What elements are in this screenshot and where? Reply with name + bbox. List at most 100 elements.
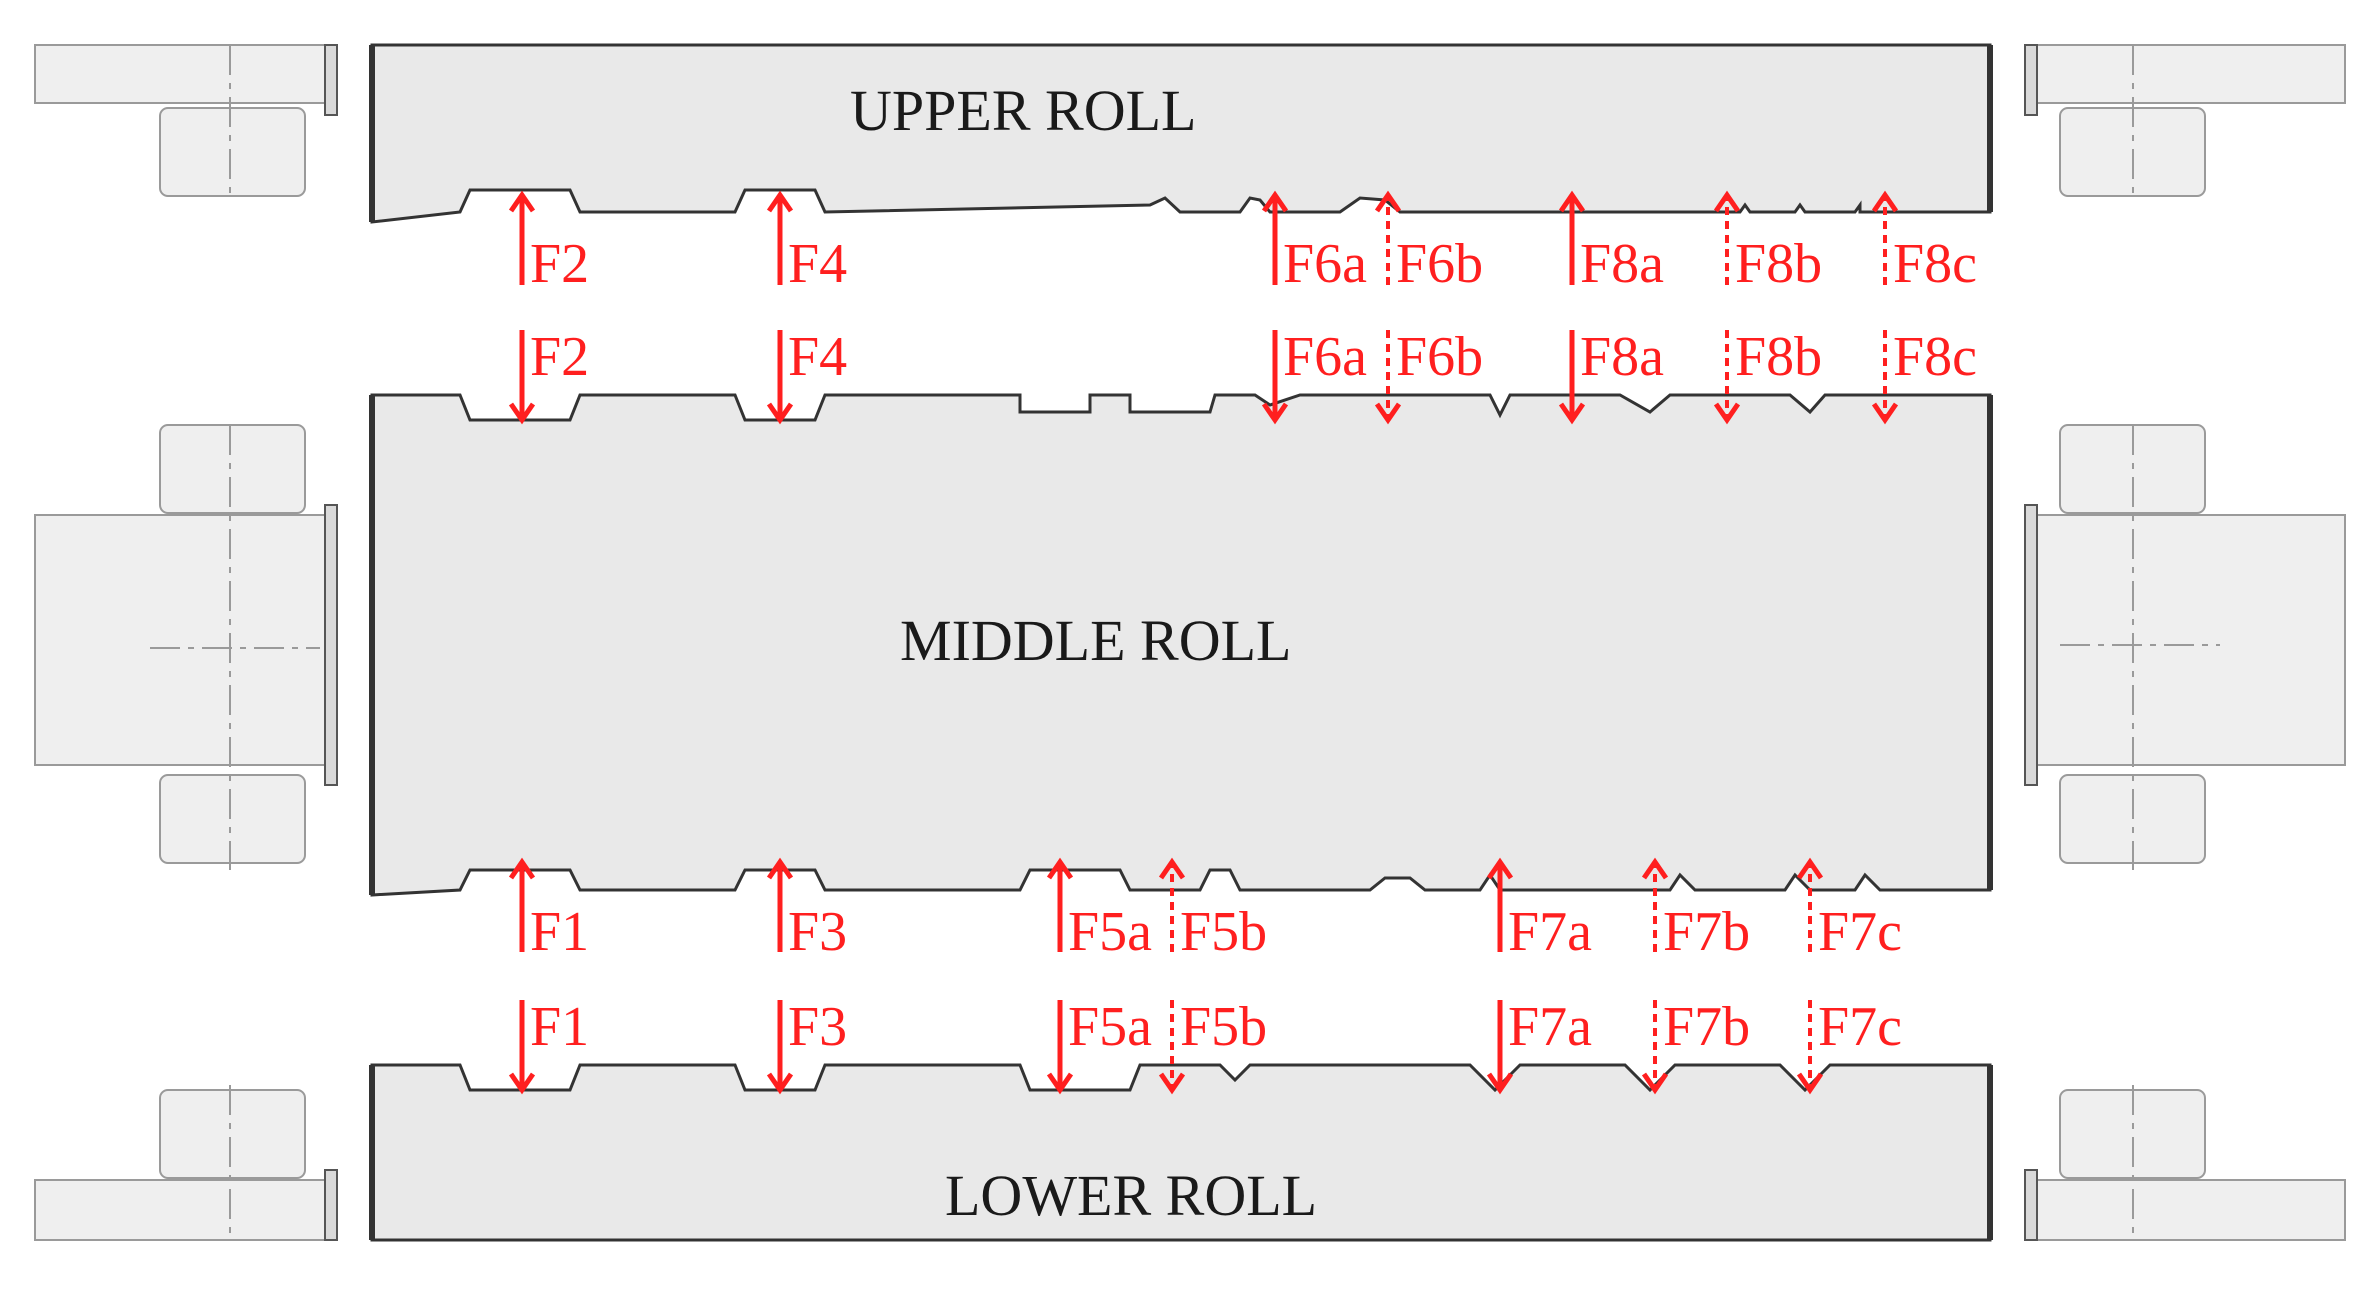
- lower-roll-left-neck: [34, 1085, 338, 1241]
- arrow-head: [1713, 190, 1741, 213]
- force-label: F6a: [1283, 233, 1367, 295]
- force-arrow-f2-down: F2: [508, 326, 589, 425]
- middle-roll-barrel: [370, 393, 1992, 897]
- force-label: F7b: [1663, 996, 1750, 1058]
- upper-roll-barrel: [370, 43, 1992, 224]
- arrow-head: [1261, 190, 1289, 213]
- force-arrow-f8b-up: F8b: [1713, 190, 1822, 295]
- force-label: F5a: [1068, 996, 1152, 1058]
- force-arrow-f5b-down: F5b: [1158, 996, 1267, 1095]
- force-arrow-f3-down: F3: [766, 996, 847, 1095]
- arrow-head: [1558, 402, 1586, 425]
- force-arrow-f5a-down: F5a: [1046, 996, 1152, 1095]
- force-arrow-f4-up: F4: [766, 190, 847, 295]
- upper-roll-label: UPPER ROLL: [850, 78, 1196, 143]
- lower-roll-label: LOWER ROLL: [945, 1163, 1317, 1228]
- arrow-head: [508, 857, 536, 880]
- force-arrow-f8a-up: F8a: [1558, 190, 1664, 295]
- upper-roll-left-neck: [34, 44, 338, 200]
- arrow-head: [1796, 1072, 1824, 1095]
- force-arrow-f2-up: F2: [508, 190, 589, 295]
- arrow-head: [508, 190, 536, 213]
- arrow-head: [1374, 402, 1402, 425]
- force-label: F6a: [1283, 326, 1367, 388]
- force-arrow-f8a-down: F8a: [1558, 326, 1664, 425]
- force-label: F3: [788, 901, 847, 963]
- force-label: F8c: [1893, 326, 1977, 388]
- force-label: F4: [788, 326, 847, 388]
- arrow-head: [1796, 857, 1824, 880]
- middle-roll-left-neck: [34, 424, 338, 870]
- arrow-head: [1046, 1072, 1074, 1095]
- upper-roll: UPPER ROLL: [34, 43, 2346, 224]
- force-arrow-f6a-down: F6a: [1261, 326, 1367, 425]
- arrow-head: [1871, 190, 1899, 213]
- force-arrow-f7b-up: F7b: [1641, 857, 1750, 963]
- arrow-head: [1641, 857, 1669, 880]
- force-label: F4: [788, 233, 847, 295]
- force-label: F8a: [1580, 326, 1664, 388]
- force-label: F5a: [1068, 901, 1152, 963]
- arrow-head: [1641, 1072, 1669, 1095]
- arrow-head: [1046, 857, 1074, 880]
- force-arrow-f7c-down: F7c: [1796, 996, 1902, 1095]
- force-arrow-f6b-down: F6b: [1374, 326, 1483, 425]
- force-label: F2: [530, 326, 589, 388]
- arrow-head: [1261, 402, 1289, 425]
- middle-roll: MIDDLE ROLL: [34, 393, 2346, 897]
- force-arrow-f7b-down: F7b: [1641, 996, 1750, 1095]
- force-label: F1: [530, 996, 589, 1058]
- arrow-head: [1486, 1072, 1514, 1095]
- lower-roll: LOWER ROLL: [34, 1063, 2346, 1242]
- middle-roll-right-neck: [2024, 424, 2346, 870]
- upper-roll-right-neck: [2024, 44, 2346, 200]
- force-label: F6b: [1396, 233, 1483, 295]
- force-label: F1: [530, 901, 589, 963]
- arrow-head: [766, 1072, 794, 1095]
- force-label: F8b: [1735, 326, 1822, 388]
- arrow-head: [766, 190, 794, 213]
- force-label: F5b: [1180, 996, 1267, 1058]
- arrow-head: [766, 857, 794, 880]
- force-arrow-f8c-down: F8c: [1871, 326, 1977, 425]
- middle-roll-label: MIDDLE ROLL: [900, 608, 1291, 673]
- force-label: F7c: [1818, 996, 1902, 1058]
- force-arrow-f4-down: F4: [766, 326, 847, 425]
- arrow-head: [766, 402, 794, 425]
- force-arrow-f5a-up: F5a: [1046, 857, 1152, 963]
- force-label: F2: [530, 233, 589, 295]
- force-label: F8b: [1735, 233, 1822, 295]
- force-arrow-f5b-up: F5b: [1158, 857, 1267, 963]
- arrow-head: [1558, 190, 1586, 213]
- arrow-head: [1374, 190, 1402, 213]
- force-arrow-f8b-down: F8b: [1713, 326, 1822, 425]
- force-arrow-f7a-up: F7a: [1486, 857, 1592, 963]
- force-label: F7a: [1508, 996, 1592, 1058]
- arrow-head: [1486, 857, 1514, 880]
- arrow-head: [1158, 1072, 1186, 1095]
- force-label: F5b: [1180, 901, 1267, 963]
- force-arrow-f3-up: F3: [766, 857, 847, 963]
- force-arrow-f7c-up: F7c: [1796, 857, 1902, 963]
- force-label: F7c: [1818, 901, 1902, 963]
- force-arrow-f6a-up: F6a: [1261, 190, 1367, 295]
- force-label: F8c: [1893, 233, 1977, 295]
- force-arrow-f1-up: F1: [508, 857, 589, 963]
- arrow-head: [508, 1072, 536, 1095]
- force-label: F7a: [1508, 901, 1592, 963]
- force-label: F3: [788, 996, 847, 1058]
- force-arrow-f1-down: F1: [508, 996, 589, 1095]
- force-arrow-f8c-up: F8c: [1871, 190, 1977, 295]
- lower-roll-right-neck: [2024, 1085, 2346, 1241]
- arrow-head: [1158, 857, 1186, 880]
- force-arrow-f7a-down: F7a: [1486, 996, 1592, 1095]
- force-label: F8a: [1580, 233, 1664, 295]
- arrow-head: [1871, 402, 1899, 425]
- force-label: F6b: [1396, 326, 1483, 388]
- force-label: F7b: [1663, 901, 1750, 963]
- arrow-head: [508, 402, 536, 425]
- arrow-head: [1713, 402, 1741, 425]
